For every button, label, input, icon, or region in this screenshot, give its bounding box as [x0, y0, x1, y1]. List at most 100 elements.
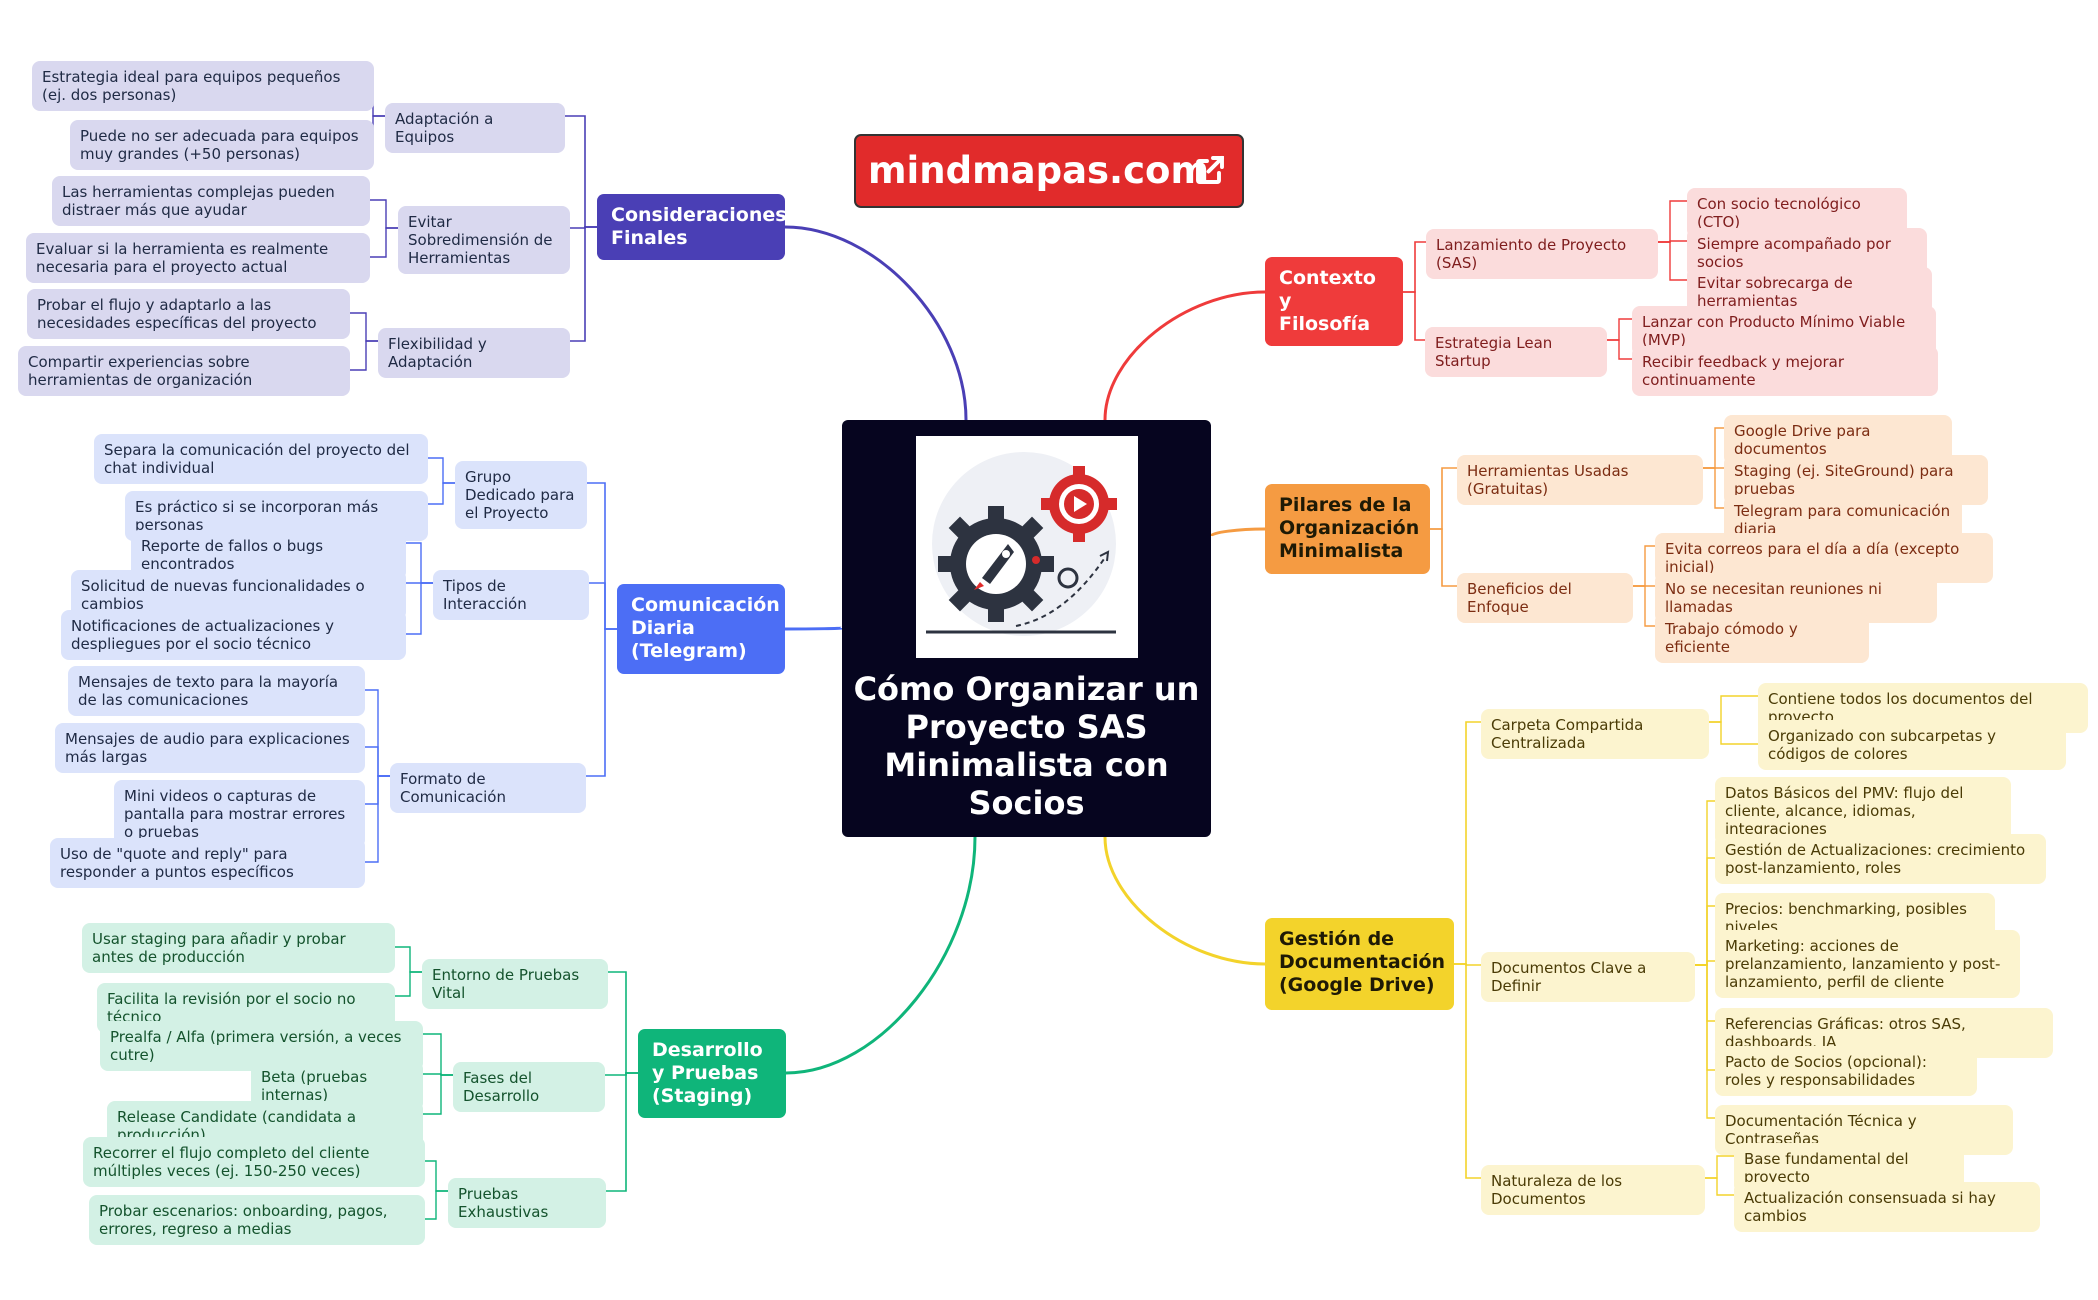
subtopic-comunicacion-1-1-label: Solicitud de nuevas funcionalidades o ca… — [81, 577, 365, 613]
subtopic-gestion-1-5-label: Pacto de Socios (opcional): roles y resp… — [1725, 1053, 1927, 1089]
topic-connector — [586, 628, 617, 777]
subtopic-consideraciones-0-0[interactable]: Estrategia ideal para equipos pequeños (… — [32, 61, 374, 111]
subtopic-gestion-1-3-label: Marketing: acciones de prelanzamiento, l… — [1725, 937, 2001, 991]
topic-comunicacion-0[interactable]: Grupo Dedicado para el Proyecto — [455, 461, 587, 529]
branch-comunicacion-label: Comunicación Diaria (Telegram) — [631, 594, 780, 662]
topic-connector — [1430, 528, 1457, 587]
subtopic-connector — [1695, 905, 1715, 966]
topic-desarrollo-1-label: Fases del Desarrollo — [463, 1069, 540, 1105]
topic-consideraciones-1[interactable]: Evitar Sobredimensión de Herramientas — [398, 206, 570, 274]
branch-comunicacion[interactable]: Comunicación Diaria (Telegram) — [617, 584, 785, 674]
branch-gestion[interactable]: Gestión de Documentación (Google Drive) — [1265, 918, 1454, 1010]
topic-connector — [1430, 467, 1457, 530]
subtopic-connector — [395, 946, 422, 973]
topic-desarrollo-0-label: Entorno de Pruebas Vital — [432, 966, 580, 1002]
subtopic-connector — [1607, 339, 1632, 360]
topic-desarrollo-1[interactable]: Fases del Desarrollo — [453, 1062, 605, 1112]
subtopic-desarrollo-0-0-label: Usar staging para añadir y probar antes … — [92, 930, 346, 966]
subtopic-contexto-1-1-label: Recibir feedback y mejorar continuamente — [1642, 353, 1845, 389]
subtopic-gestion-1-1-label: Gestión de Actualizaciones: crecimiento … — [1725, 841, 2026, 877]
topic-contexto-1[interactable]: Estrategia Lean Startup — [1425, 327, 1607, 377]
subtopic-contexto-0-0-label: Con socio tecnológico (CTO) — [1697, 195, 1861, 231]
subtopic-consideraciones-1-1[interactable]: Evaluar si la herramienta es realmente n… — [26, 233, 370, 283]
subtopic-desarrollo-2-1-label: Probar escenarios: onboarding, pagos, er… — [99, 1202, 388, 1238]
branch-pilares-label: Pilares de la Organización Minimalista — [1279, 494, 1420, 562]
topic-desarrollo-2-label: Pruebas Exhaustivas — [458, 1185, 549, 1221]
subtopic-connector — [425, 1190, 448, 1220]
topic-comunicacion-1[interactable]: Tipos de Interacción — [433, 570, 589, 620]
subtopic-connector — [365, 746, 390, 777]
subtopic-consideraciones-1-0[interactable]: Las herramientas complejas pueden distra… — [52, 176, 370, 226]
subtopic-gestion-1-3[interactable]: Marketing: acciones de prelanzamiento, l… — [1715, 930, 2020, 998]
central-title: Cómo Organizar un Proyecto SAS Minimalis… — [853, 670, 1200, 822]
subtopic-gestion-1-0[interactable]: Datos Básicos del PMV: flujo del cliente… — [1715, 777, 2011, 845]
gear-rocket-illustration — [916, 436, 1138, 658]
topic-gestion-2[interactable]: Naturaleza de los Documentos — [1481, 1165, 1705, 1215]
subtopic-gestion-1-5[interactable]: Pacto de Socios (opcional): roles y resp… — [1715, 1046, 1977, 1096]
topic-gestion-0[interactable]: Carpeta Compartida Centralizada — [1481, 709, 1709, 759]
topic-pilares-1[interactable]: Beneficios del Enfoque — [1457, 573, 1633, 623]
subtopic-consideraciones-2-1[interactable]: Compartir experiencias sobre herramienta… — [18, 346, 350, 396]
topic-consideraciones-2[interactable]: Flexibilidad y Adaptación — [378, 328, 570, 378]
branch-pilares[interactable]: Pilares de la Organización Minimalista — [1265, 484, 1430, 574]
topic-consideraciones-0[interactable]: Adaptación a Equipos — [385, 103, 565, 153]
subtopic-connector — [406, 542, 433, 584]
subtopic-connector — [1695, 964, 1715, 1022]
branch-desarrollo[interactable]: Desarrollo y Pruebas (Staging) — [638, 1029, 786, 1118]
subtopic-connector — [1658, 200, 1687, 243]
subtopic-connector — [423, 1033, 453, 1076]
subtopic-comunicacion-2-0[interactable]: Mensajes de texto para la mayoría de las… — [68, 666, 365, 716]
subtopic-comunicacion-0-1-label: Es práctico si se incorporan más persona… — [135, 498, 379, 534]
subtopic-gestion-1-1[interactable]: Gestión de Actualizaciones: crecimiento … — [1715, 834, 2046, 884]
subtopic-pilares-1-2[interactable]: Trabajo cómodo y eficiente — [1655, 613, 1869, 663]
branch-connector-desarrollo — [785, 836, 977, 1075]
subtopic-pilares-0-1[interactable]: Staging (ej. SiteGround) para pruebas — [1724, 455, 1988, 505]
external-link-icon — [1196, 156, 1224, 184]
topic-pilares-0[interactable]: Herramientas Usadas (Gratuitas) — [1457, 455, 1703, 505]
central-topic[interactable]: Cómo Organizar un Proyecto SAS Minimalis… — [842, 420, 1211, 837]
subtopic-connector — [370, 227, 398, 258]
branch-contexto[interactable]: Contexto y Filosofía — [1265, 257, 1403, 346]
subtopic-connector — [1695, 800, 1715, 966]
subtopic-desarrollo-0-0[interactable]: Usar staging para añadir y probar antes … — [82, 923, 395, 973]
subtopic-pilares-0-1-label: Staging (ej. SiteGround) para pruebas — [1734, 462, 1954, 498]
subtopic-comunicacion-2-3[interactable]: Uso de "quote and reply" para responder … — [50, 838, 365, 888]
subtopic-pilares-1-2-label: Trabajo cómodo y eficiente — [1665, 620, 1798, 656]
topic-gestion-1[interactable]: Documentos Clave a Definir — [1481, 952, 1695, 1002]
subtopic-consideraciones-0-1[interactable]: Puede no ser adecuada para equipos muy g… — [70, 120, 374, 170]
subtopic-contexto-0-1-label: Siempre acompañado por socios — [1697, 235, 1891, 271]
subtopic-contexto-1-1[interactable]: Recibir feedback y mejorar continuamente — [1632, 346, 1938, 396]
subtopic-desarrollo-2-0[interactable]: Recorrer el flujo completo del cliente m… — [83, 1137, 425, 1187]
subtopic-connector — [1633, 585, 1655, 627]
subtopic-gestion-0-1-label: Organizado con subcarpetas y códigos de … — [1768, 727, 1997, 763]
topic-contexto-0[interactable]: Lanzamiento de Proyecto (SAS) — [1426, 229, 1658, 279]
brand-banner[interactable]: mindmapas.com — [854, 134, 1244, 208]
subtopic-gestion-0-1[interactable]: Organizado con subcarpetas y códigos de … — [1758, 720, 2066, 770]
subtopic-connector — [1695, 857, 1715, 966]
subtopic-consideraciones-0-0-label: Estrategia ideal para equipos pequeños (… — [42, 68, 341, 104]
subtopic-contexto-1-0-label: Lanzar con Producto Mínimo Viable (MVP) — [1642, 313, 1906, 349]
topic-connector — [570, 226, 597, 342]
subtopic-comunicacion-2-2[interactable]: Mini videos o capturas de pantalla para … — [114, 780, 365, 848]
branch-consideraciones[interactable]: Consideraciones Finales — [597, 194, 787, 260]
subtopic-desarrollo-2-1[interactable]: Probar escenarios: onboarding, pagos, er… — [89, 1195, 425, 1245]
subtopic-pilares-1-1-label: No se necesitan reuniones ni llamadas — [1665, 580, 1882, 616]
subtopic-comunicacion-1-2[interactable]: Notificaciones de actualizaciones y desp… — [61, 610, 406, 660]
topic-comunicacion-2[interactable]: Formato de Comunicación — [390, 763, 586, 813]
topic-connector — [606, 1072, 638, 1192]
topic-desarrollo-0[interactable]: Entorno de Pruebas Vital — [422, 959, 608, 1009]
topic-connector — [589, 582, 617, 630]
subtopic-comunicacion-1-2-label: Notificaciones de actualizaciones y desp… — [71, 617, 334, 653]
topic-consideraciones-2-label: Flexibilidad y Adaptación — [388, 335, 487, 371]
topic-gestion-1-label: Documentos Clave a Definir — [1491, 959, 1647, 995]
subtopic-gestion-2-1[interactable]: Actualización consensuada si hay cambios — [1734, 1182, 2040, 1232]
subtopic-consideraciones-2-0[interactable]: Probar el flujo y adaptarlo a las necesi… — [27, 289, 350, 339]
subtopic-connector — [1705, 1155, 1734, 1179]
subtopic-connector — [1709, 695, 1758, 723]
subtopic-comunicacion-0-0[interactable]: Separa la comunicación del proyecto del … — [94, 434, 428, 484]
subtopic-comunicacion-2-1[interactable]: Mensajes de audio para explicaciones más… — [55, 723, 365, 773]
subtopic-consideraciones-2-1-label: Compartir experiencias sobre herramienta… — [28, 353, 253, 389]
subtopic-connector — [425, 1160, 448, 1192]
subtopic-connector — [372, 115, 385, 145]
topic-desarrollo-2[interactable]: Pruebas Exhaustivas — [448, 1178, 606, 1228]
